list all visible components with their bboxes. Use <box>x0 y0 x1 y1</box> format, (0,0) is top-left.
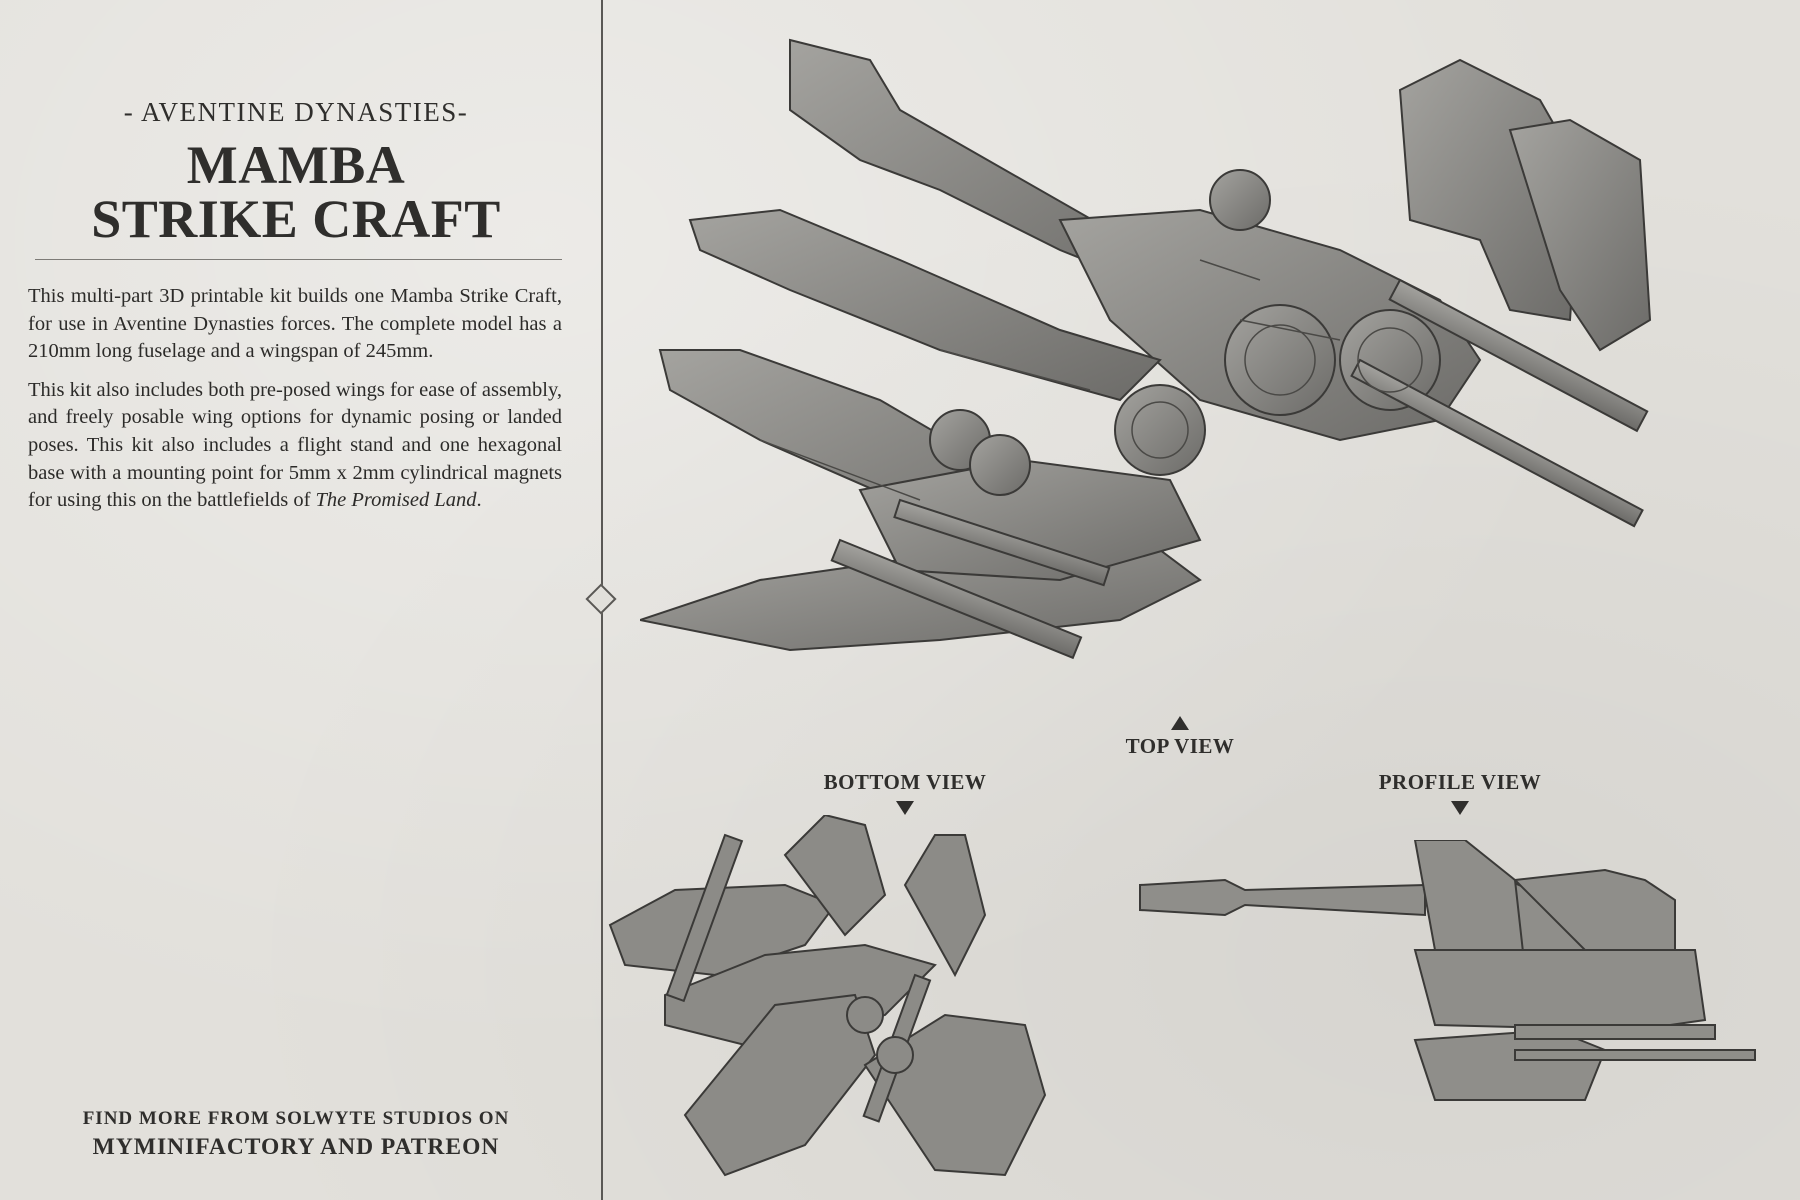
title-line-1: MAMBA <box>186 135 406 195</box>
description-paragraph-2-end: . <box>476 489 482 512</box>
info-panel: - AVENTINE DYNASTIES- MAMBA STRIKE CRAFT… <box>0 0 601 1200</box>
bottom-view-model-render <box>608 815 1047 1177</box>
page-title: MAMBA STRIKE CRAFT <box>0 138 592 246</box>
title-line-2: STRIKE CRAFT <box>91 189 501 249</box>
description-paragraph-1: This multi-part 3D printable kit builds … <box>28 285 562 363</box>
footer-callout: FIND MORE FROM SOLWYTE STUDIOS ON MYMINI… <box>0 1108 592 1161</box>
arrow-down-icon <box>1451 801 1469 815</box>
bottom-view-label: BOTTOM VIEW <box>800 770 1010 815</box>
arrow-up-icon <box>1171 716 1189 730</box>
footer-line-2: MYMINIFACTORY AND PATREON <box>92 1134 500 1160</box>
top-view-model-render <box>640 38 1652 660</box>
faction-eyebrow: - AVENTINE DYNASTIES- <box>123 97 469 127</box>
bottom-view-text: BOTTOM VIEW <box>823 770 987 794</box>
profile-view-text: PROFILE VIEW <box>1378 770 1542 794</box>
description-paragraph-2-text: This kit also includes both pre-posed wi… <box>28 378 562 512</box>
description-paragraph-2: This kit also includes both pre-posed wi… <box>28 377 562 515</box>
title-divider <box>35 259 562 260</box>
top-view-text: TOP VIEW <box>1125 734 1235 758</box>
profile-view-label: PROFILE VIEW <box>1360 770 1560 815</box>
description: This multi-part 3D printable kit builds … <box>28 283 562 526</box>
top-view-label: TOP VIEW <box>1100 716 1260 759</box>
arrow-down-icon <box>896 801 914 815</box>
promised-land-title: The Promised Land <box>315 489 477 512</box>
footer-line-1: FIND MORE FROM SOLWYTE STUDIOS ON <box>82 1108 510 1129</box>
profile-view-model-render <box>1139 840 1756 1101</box>
